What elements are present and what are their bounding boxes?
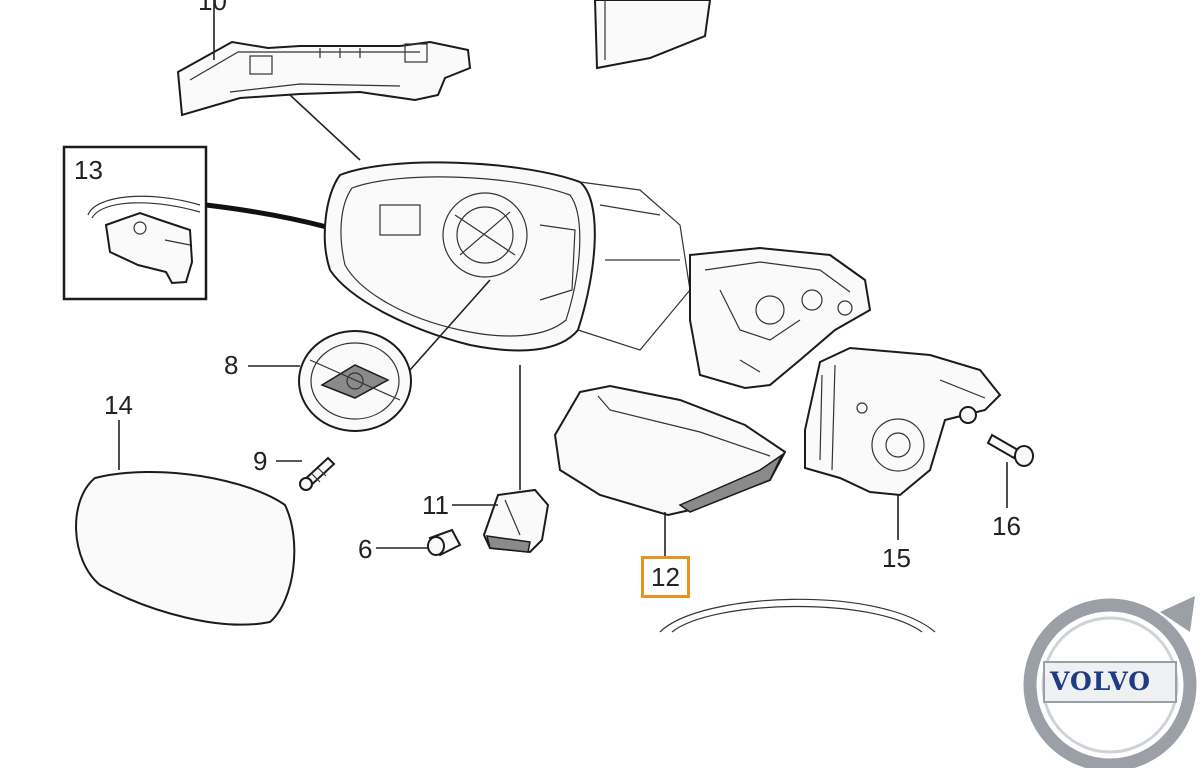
volvo-logo-wordmark: VOLVO — [1050, 667, 1152, 696]
gasket-arc — [659, 598, 936, 633]
part-11-lamp-socket[interactable] — [482, 488, 550, 554]
leader-10-housing — [289, 94, 361, 161]
part-10-trim-strip[interactable] — [176, 40, 472, 117]
part-12-cover[interactable] — [553, 384, 787, 517]
callout-6[interactable]: 6 — [358, 534, 373, 564]
callout-11[interactable]: 11 — [422, 490, 449, 520]
part-8-adjustment-motor[interactable] — [298, 330, 412, 432]
callout-12-highlighted[interactable]: 12 — [641, 556, 690, 598]
mirror-housing[interactable] — [323, 161, 691, 352]
mirror-base[interactable] — [689, 246, 872, 390]
mirror-glass-fragment — [593, 0, 712, 70]
callout-8[interactable]: 8 — [224, 350, 239, 380]
part-13-inset[interactable] — [62, 145, 208, 301]
volvo-logo — [1023, 596, 1197, 768]
part-15-base-cover[interactable] — [804, 346, 1002, 497]
callout-14[interactable]: 14 — [104, 390, 133, 420]
callout-9[interactable]: 9 — [253, 446, 268, 476]
part-9-screw[interactable] — [299, 456, 336, 491]
part-16-bolt[interactable] — [986, 433, 1034, 467]
callout-13[interactable]: 13 — [74, 155, 103, 185]
leader-8-housing — [409, 279, 491, 371]
part-6-bulb[interactable] — [427, 528, 462, 557]
callout-15[interactable]: 15 — [882, 543, 911, 573]
callout-16[interactable]: 16 — [992, 511, 1021, 541]
callout-10[interactable]: 10 — [198, 0, 227, 16]
part-14-mirror-glass[interactable] — [75, 470, 296, 626]
